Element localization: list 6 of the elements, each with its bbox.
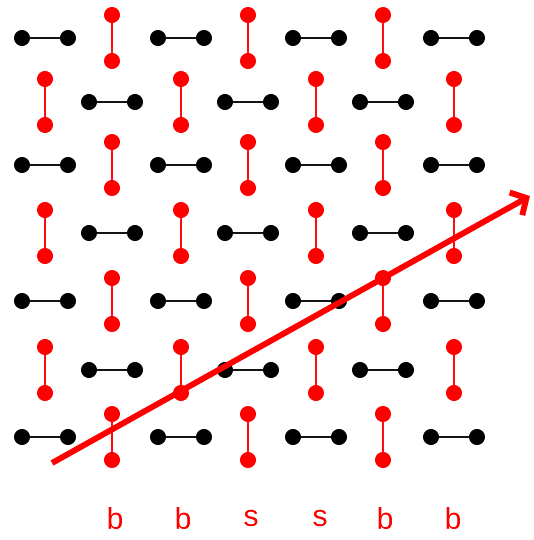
column-label: b: [176, 506, 190, 530]
column-label: s: [244, 510, 258, 526]
column-label: b: [378, 506, 392, 530]
column-label: s: [313, 510, 326, 526]
column-label: b: [446, 506, 460, 530]
column-label: b: [108, 506, 122, 530]
